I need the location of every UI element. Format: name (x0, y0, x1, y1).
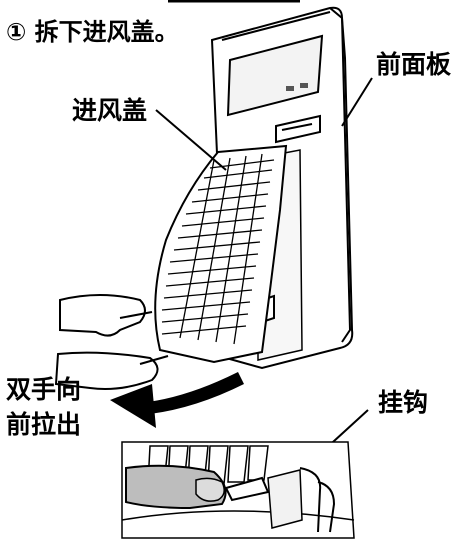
pull-instruction-line1: 双手向 (6, 377, 81, 402)
hook-detail-inset (122, 442, 354, 538)
intake-cover-label: 进风盖 (72, 98, 147, 123)
step-heading: ① 拆下进风盖。 (6, 20, 179, 44)
hook-label: 挂钩 (378, 390, 428, 415)
pull-instruction-line2: 前拉出 (6, 412, 81, 437)
front-panel-label: 前面板 (376, 52, 451, 77)
